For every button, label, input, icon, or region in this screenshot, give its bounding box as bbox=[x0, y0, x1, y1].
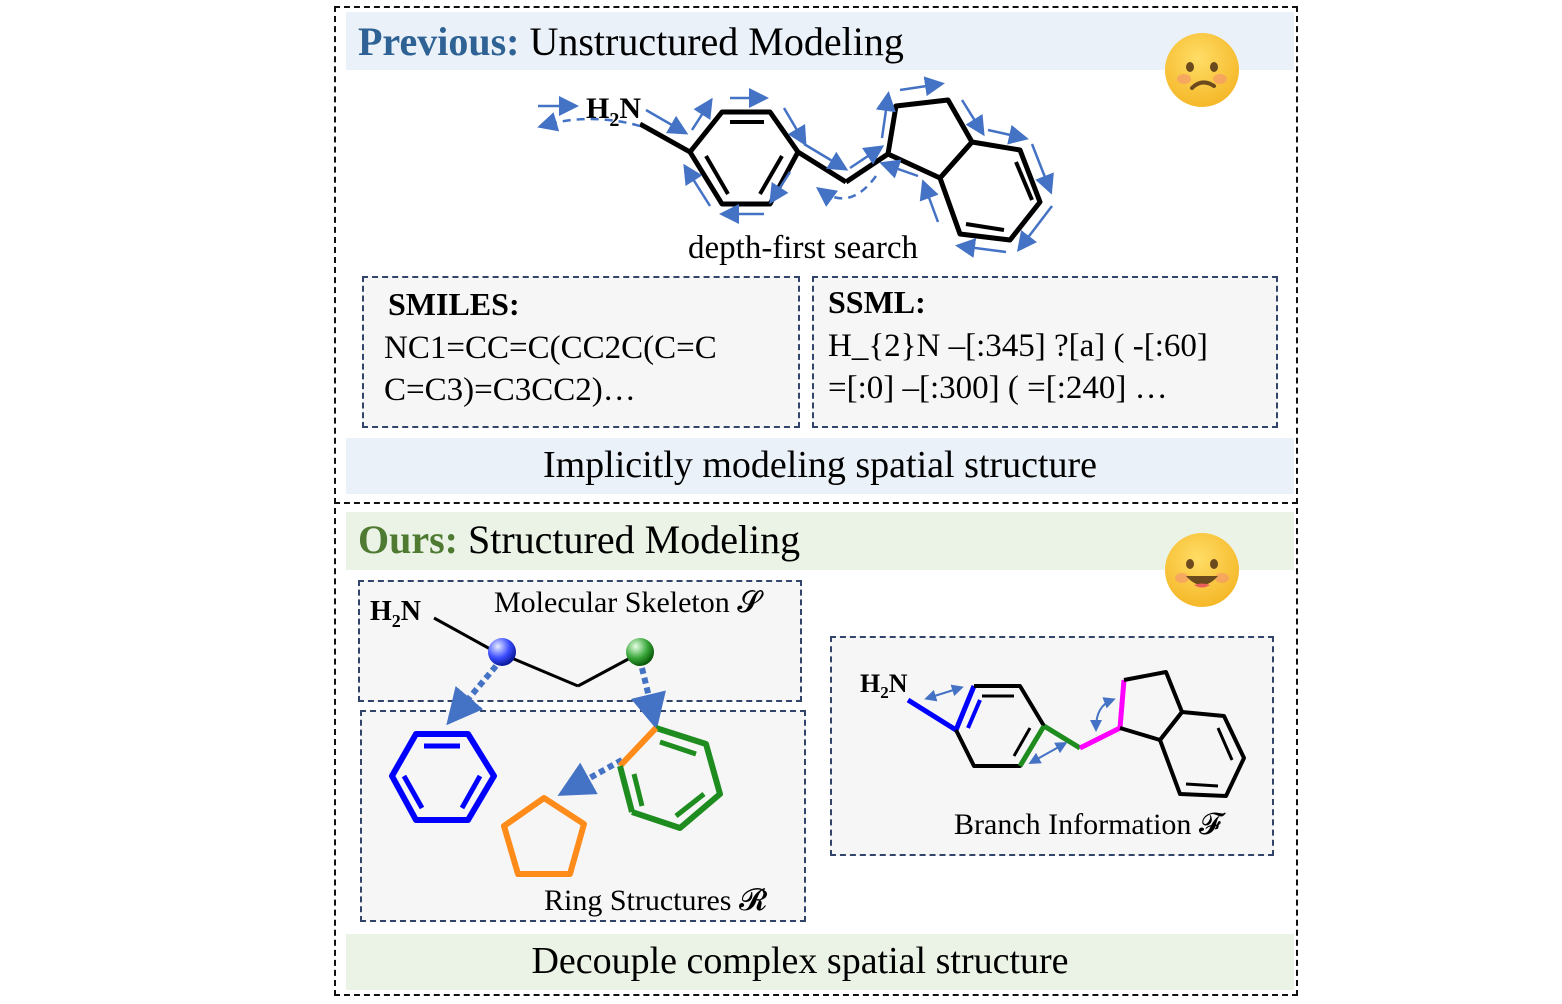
previous-header-bold: Previous: bbox=[358, 19, 520, 64]
smiles-box bbox=[362, 276, 800, 428]
ours-footer-band bbox=[346, 934, 1294, 990]
branch-label: Branch Information 𝓕 bbox=[954, 808, 1222, 841]
smiles-title: SMILES: bbox=[388, 286, 520, 322]
orange-ring bbox=[501, 795, 587, 877]
ours-footer: Decouple complex spatial structure bbox=[531, 940, 1069, 982]
blue-ring bbox=[389, 731, 497, 823]
dfs-label: depth-first search bbox=[688, 230, 918, 266]
previous-header: Previous: Unstructured Modeling bbox=[358, 14, 904, 70]
branch-amine-label: H2N bbox=[860, 669, 908, 702]
previous-header-rest: Unstructured Modeling bbox=[519, 19, 904, 64]
ssml-line-1: H_{2}N –[:345] ?[a] ( -[:60] bbox=[828, 328, 1208, 364]
smiles-line-1: NC1=CC=C(CC2C(C=C bbox=[384, 330, 717, 366]
blue-node bbox=[488, 638, 516, 666]
previous-header-band bbox=[346, 12, 1294, 70]
green-node bbox=[626, 638, 654, 666]
outer-frame bbox=[334, 6, 1298, 996]
ring-structures-label: Ring Structures 𝓡 bbox=[544, 884, 768, 917]
section-divider bbox=[334, 502, 1298, 504]
ssml-title: SSML: bbox=[828, 284, 926, 320]
skeleton-amine-label: H2N bbox=[370, 596, 421, 631]
ssml-line-2: =[:0] –[:300] ( =[:240] … bbox=[828, 370, 1168, 406]
previous-footer-band bbox=[346, 438, 1294, 494]
skeleton-box bbox=[358, 580, 802, 702]
ours-header-bold: Ours: bbox=[358, 517, 458, 562]
ours-header-band bbox=[346, 512, 1294, 570]
dfs-molecule-diagram: H2N bbox=[537, 76, 1054, 258]
ours-header: Ours: Structured Modeling bbox=[358, 512, 800, 568]
skeleton-label: Molecular Skeleton 𝓢 bbox=[494, 586, 761, 619]
smiles-line-2: C=C3)=C3CC2)… bbox=[384, 372, 636, 408]
ssml-box bbox=[812, 276, 1278, 428]
skeleton-ring-diagram: H2N bbox=[370, 596, 723, 877]
branch-molecule-diagram: H2N bbox=[860, 669, 1246, 798]
confused-face-icon bbox=[1165, 33, 1239, 107]
green-ring bbox=[617, 725, 723, 831]
smiling-face-icon bbox=[1165, 533, 1239, 607]
ours-header-rest: Structured Modeling bbox=[458, 517, 801, 562]
previous-footer: Implicitly modeling spatial structure bbox=[542, 444, 1098, 486]
